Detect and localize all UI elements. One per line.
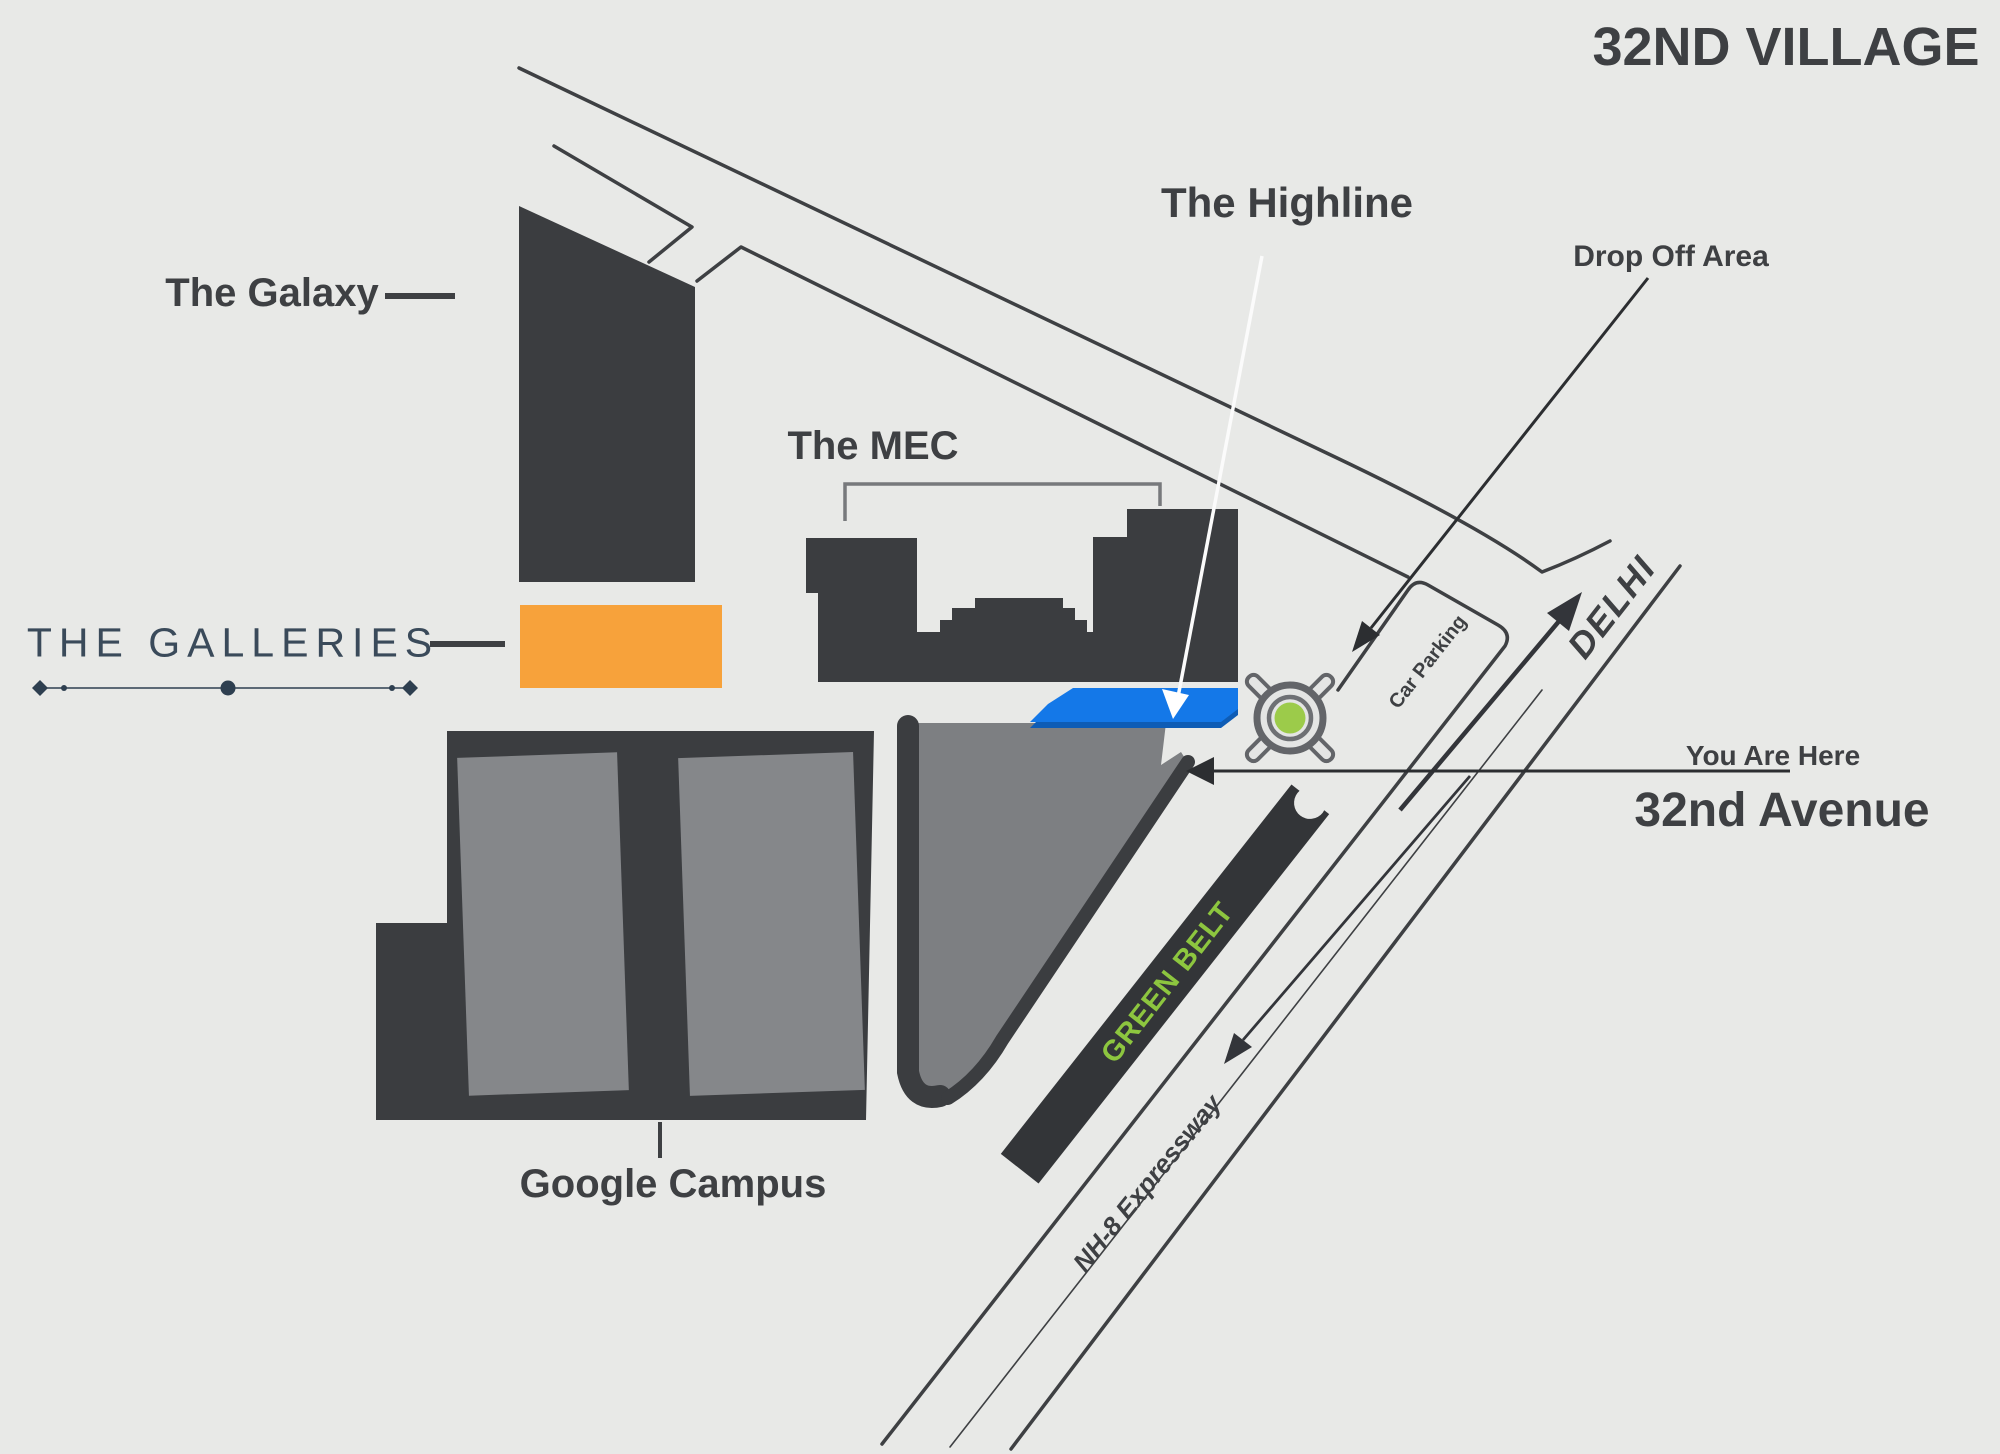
label-the-mec: The MEC bbox=[787, 424, 959, 468]
green-belt-notch bbox=[1294, 786, 1327, 819]
delhi-arrow-line bbox=[1398, 618, 1562, 812]
main-street-upper-edge bbox=[517, 66, 1612, 574]
label-drop-off-area: Drop Off Area bbox=[1573, 240, 1769, 273]
green-belt-bar bbox=[1000, 784, 1330, 1184]
expressway-right-edge bbox=[1009, 564, 1682, 1451]
expressway-lane-divider bbox=[949, 689, 1543, 1448]
roundabout-green-island bbox=[1274, 702, 1306, 734]
you-are-here-arrow-icon bbox=[1186, 757, 1214, 785]
expressway-arrow-line bbox=[1241, 775, 1472, 1041]
label-the-highline: The Highline bbox=[1161, 179, 1413, 226]
drop-off-arrow-icon bbox=[1352, 621, 1380, 652]
avenue-building-fill bbox=[910, 723, 1188, 1100]
highline-marker-icon bbox=[1162, 689, 1189, 719]
direction-arrows bbox=[1224, 592, 1582, 1064]
avenue-building-diagonal-border bbox=[941, 755, 1195, 1105]
you-are-here-pointer bbox=[1186, 757, 1790, 785]
google-campus-block-east bbox=[678, 752, 865, 1096]
building-the-galleries bbox=[520, 605, 722, 688]
label-32nd-avenue: 32nd Avenue bbox=[1634, 784, 1930, 837]
galleries-ornament bbox=[32, 680, 418, 696]
building-32nd-avenue bbox=[897, 715, 1195, 1108]
expressway-arrow-icon bbox=[1224, 1033, 1252, 1064]
google-campus-block-west bbox=[457, 752, 629, 1096]
drop-off-pointer bbox=[1352, 277, 1650, 652]
label-google-campus: Google Campus bbox=[519, 1162, 827, 1206]
building-the-mec bbox=[806, 509, 1238, 682]
building-the-galaxy bbox=[519, 206, 695, 582]
mec-bracket bbox=[843, 482, 1162, 521]
avenue-building-left-border bbox=[897, 715, 951, 1108]
label-the-galleries: THE GALLERIES bbox=[26, 619, 440, 666]
main-street-lower-edge-west bbox=[552, 144, 694, 264]
building-the-highline bbox=[1030, 688, 1238, 728]
highline-leader-line bbox=[1176, 255, 1264, 698]
page-title: 32ND VILLAGE bbox=[1592, 17, 1980, 77]
main-street-lower-edge-east bbox=[695, 245, 1410, 579]
building-google-campus bbox=[376, 731, 874, 1120]
highline-blue bbox=[1030, 688, 1238, 722]
delhi-arrow-icon bbox=[1547, 592, 1582, 631]
car-parking-outline bbox=[880, 580, 1510, 1446]
label-you-are-here: You Are Here bbox=[1685, 740, 1861, 771]
label-the-galaxy: The Galaxy bbox=[165, 271, 379, 315]
road-network bbox=[517, 66, 1682, 1451]
drop-off-line bbox=[1369, 277, 1650, 629]
roundabout-icon bbox=[1244, 672, 1336, 764]
